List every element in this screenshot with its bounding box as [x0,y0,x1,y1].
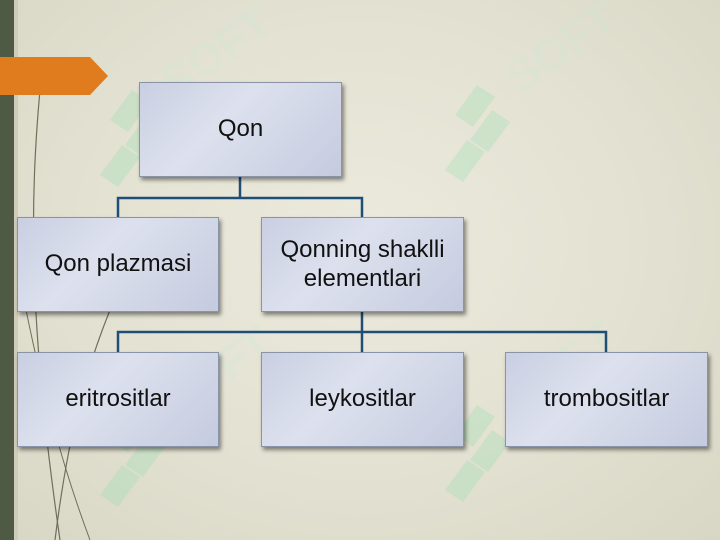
connector-root-to-level1 [116,177,364,217]
node-formed-elements: Qonning shaklli elementlari [261,217,464,312]
node-blood-plasma-label: Qon plazmasi [44,250,192,278]
orange-tab-shape [0,57,108,95]
node-leukocytes-label: leykositlar [309,385,416,413]
connector-formed-to-level2 [116,312,608,352]
node-erythrocytes-label: eritrositlar [65,385,171,413]
node-thrombocytes: trombositlar [505,352,708,447]
left-accent-stripe [14,0,18,540]
node-thrombocytes-label: trombositlar [543,385,670,413]
node-leukocytes: leykositlar [261,352,464,447]
node-formed-elements-line2: elementlari [303,264,422,292]
node-formed-elements-line1: Qonning shaklli [280,235,445,263]
node-blood: Qon [139,82,342,177]
node-blood-label: Qon [217,115,264,143]
left-accent-bar [0,0,14,540]
node-erythrocytes: eritrositlar [17,352,219,447]
node-blood-plasma: Qon plazmasi [17,217,219,312]
